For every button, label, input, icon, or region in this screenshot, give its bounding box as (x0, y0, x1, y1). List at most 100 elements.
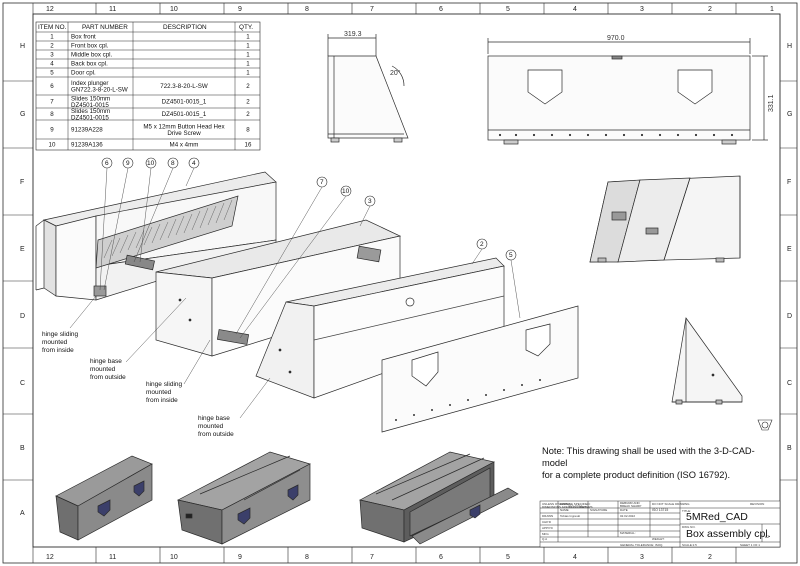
bom-cell-part: Back box cpl. (71, 61, 108, 68)
svg-text:MFG: MFG (542, 532, 549, 536)
dim-front-height: 331.1 (768, 94, 775, 112)
callout-10-a: 10 (147, 160, 155, 167)
zone-col-9: 9 (238, 6, 242, 13)
zone-col-3-b: 3 (640, 554, 644, 561)
svg-text:Q.: Q. (660, 543, 663, 547)
bom-cell-qty: 1 (246, 52, 250, 59)
zone-row-g-r: G (787, 111, 792, 118)
svg-text:DRAWN: DRAWN (542, 514, 553, 518)
zone-col-7: 7 (370, 6, 374, 13)
svg-text:DWG NO.: DWG NO. (682, 525, 696, 529)
svg-text:hinge sliding: hinge sliding (42, 331, 79, 338)
zone-labels-bottom: 12 11 10 9 8 7 6 5 4 3 2 (46, 554, 712, 561)
dim-side-angle: 20° (390, 69, 401, 77)
bom-table: ITEM NO. PART NUMBER DESCRIPTION QTY. (35, 21, 261, 151)
svg-text:ISO 13715: ISO 13715 (652, 508, 668, 512)
svg-text:APPV'D: APPV'D (542, 526, 554, 530)
zone-row-h-r: H (787, 43, 792, 50)
zone-col-12-b: 12 (46, 554, 54, 561)
svg-text:from inside: from inside (146, 397, 178, 404)
bom-cell-qty: 16 (245, 142, 252, 149)
svg-text:DATE: DATE (620, 508, 628, 512)
svg-text:SHEET 1 OF 1: SHEET 1 OF 1 (740, 543, 760, 547)
svg-text:Tobias Ingreski: Tobias Ingreski (560, 514, 580, 518)
svg-text:FINISH:: FINISH: (560, 502, 571, 506)
svg-text:SCALE:1:5: SCALE:1:5 (682, 543, 697, 547)
zone-row-f-r: F (787, 179, 791, 186)
iso-view-open (359, 451, 519, 545)
svg-text:from inside: from inside (42, 347, 74, 354)
svg-text:02.02.2022: 02.02.2022 (620, 514, 635, 518)
bom-cell-item: 9 (50, 127, 54, 134)
bom-header-desc: DESCRIPTION (163, 24, 207, 31)
svg-text:REVISION: REVISION (750, 502, 764, 506)
zone-col-11-b: 11 (109, 554, 116, 561)
bom-cell-desc: M4 x 4mm (170, 142, 199, 149)
svg-text:BREAK SHARP: BREAK SHARP (620, 504, 641, 508)
bom-cell-part: 91239A136 (71, 142, 103, 149)
svg-text:Q.A: Q.A (542, 537, 547, 541)
callout-6: 6 (105, 160, 109, 167)
svg-text:hinge base: hinge base (90, 358, 122, 365)
svg-text:mounted: mounted (146, 389, 172, 396)
bom-cell-part: Slides 150mm (71, 108, 110, 115)
zone-ticks (3, 3, 797, 563)
title-block (539, 500, 781, 548)
zone-col-9-b: 9 (238, 554, 242, 561)
svg-text:mounted: mounted (90, 366, 116, 373)
zone-row-c-r: C (787, 380, 792, 387)
bom-cell-qty: 2 (246, 83, 250, 90)
title-block-size: A2 (765, 535, 769, 539)
bom-cell-part: Slides 150mm (71, 95, 110, 102)
svg-text:hinge base: hinge base (198, 415, 230, 422)
vent-hatch (103, 199, 233, 259)
callout-4: 4 (192, 160, 196, 167)
svg-text:UNLESS OTHERWISE SPECIFIED:: UNLESS OTHERWISE SPECIFIED: (542, 502, 591, 506)
bom-cell-item: 10 (49, 142, 56, 149)
door-part (381, 305, 579, 433)
svg-text:CHK'D: CHK'D (542, 520, 552, 524)
callout-leaders (69, 167, 521, 419)
zone-labels-top: 12 11 10 9 8 7 6 5 4 3 2 1 (46, 6, 774, 13)
title-block-text: UNLESS OTHERWISE SPECIFIED: DIMENSIONS A… (542, 501, 771, 547)
zone-row-h: H (20, 43, 25, 50)
title-block-title: Box assembly cpl. (686, 528, 771, 540)
bom-cell-item: 2 (50, 43, 54, 50)
bom-cell-part: 91239A228 (71, 127, 103, 134)
front-view-holes (498, 133, 734, 137)
zone-col-4-b: 4 (573, 554, 577, 561)
zone-row-c: C (20, 380, 25, 387)
callout-3: 3 (368, 198, 372, 205)
zone-row-g: G (20, 111, 25, 118)
callout-8: 8 (171, 160, 175, 167)
bom-cell-item: 7 (50, 99, 54, 106)
zone-col-7-b: 7 (370, 554, 374, 561)
bom-cell-part: Box front (71, 34, 96, 41)
inner-border (32, 13, 781, 548)
zone-col-5: 5 (506, 6, 510, 13)
zone-col-2: 2 (708, 6, 712, 13)
iso-view-assembled (176, 451, 311, 545)
svg-text:ISO 2768-m: ISO 2768-m (568, 505, 586, 509)
note-line-2: model (542, 458, 567, 468)
annotation-hinge-2: hinge base mounted from outside (90, 358, 126, 381)
bom-cell-qty: 1 (246, 70, 250, 77)
bom-cell-qty: 1 (246, 61, 250, 68)
bom-cell-desc: 722.3-8-20-L-SW (160, 83, 208, 90)
zone-col-8-b: 8 (305, 554, 309, 561)
front-box-part (255, 257, 505, 399)
bom-cell-part: Front box cpl. (71, 43, 109, 50)
note-line-1: Note: This drawing shall be used with th… (542, 446, 755, 456)
svg-text:mounted: mounted (198, 423, 224, 430)
bom-header-item: ITEM NO. (38, 24, 67, 31)
zone-row-d-r: D (787, 313, 792, 320)
svg-text:WEIGHT:: WEIGHT: (652, 537, 665, 541)
dim-side-width: 319.3 (344, 31, 362, 38)
svg-text:hinge sliding: hinge sliding (146, 381, 183, 388)
bom-cell-part: DZ4501-0015 (71, 102, 109, 109)
callout-10-b: 10 (342, 188, 350, 195)
note-line-3: for a complete product definition (ISO 1… (542, 470, 730, 480)
zone-col-4: 4 (573, 6, 577, 13)
